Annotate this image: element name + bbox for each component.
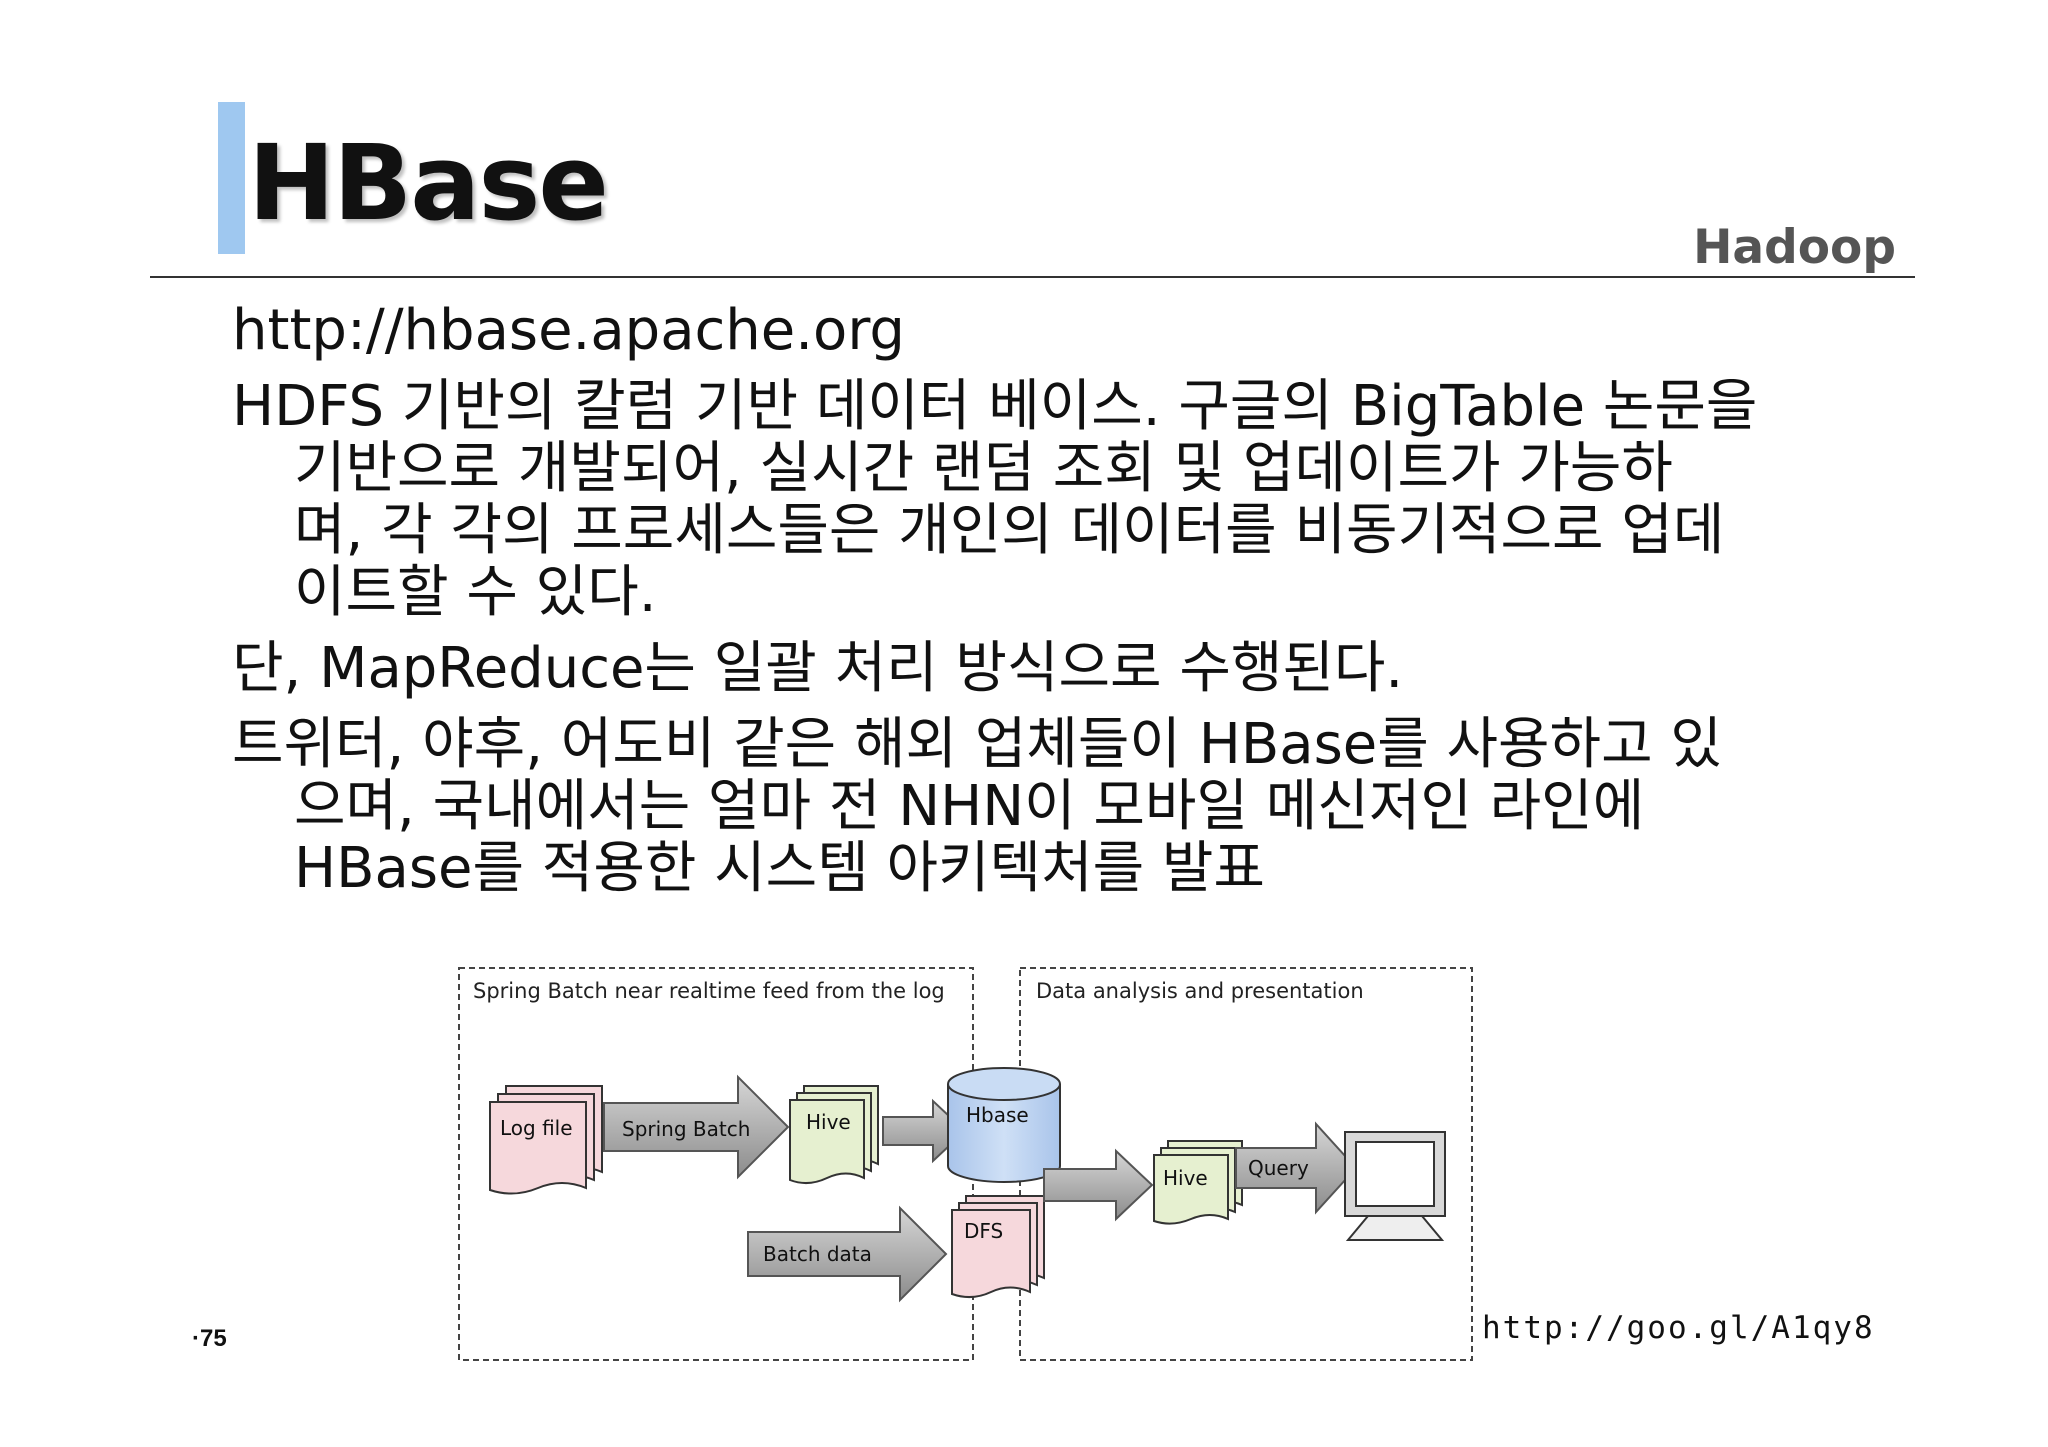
slide-title: HBase <box>248 122 609 244</box>
dfs-label: DFS <box>964 1219 1003 1243</box>
paragraph-line: HBase를 적용한 시스템 아키텍처를 발표 <box>294 836 1265 901</box>
slide-body: http://hbase.apache.org HDFS 기반의 칼럼 기반 데… <box>232 300 1852 900</box>
hbase-node: Hbase <box>947 1067 1061 1183</box>
hive-label-2: Hive <box>1163 1166 1208 1190</box>
page-number: ·75 <box>192 1325 227 1352</box>
right-group-label: Data analysis and presentation <box>1036 979 1364 1003</box>
title-accent-bar <box>218 102 245 254</box>
log-file-label: Log file <box>500 1116 573 1140</box>
query-label: Query <box>1248 1156 1309 1180</box>
paragraph-line: 며, 각 각의 프로세스들은 개인의 데이터를 비동기적으로 업데 <box>294 498 1725 563</box>
source-link[interactable]: http://goo.gl/A1qy8 <box>1482 1310 1875 1346</box>
paragraph-line: 기반으로 개발되어, 실시간 랜덤 조회 및 업데이트가 가능하 <box>294 436 1673 501</box>
hbase-label: Hbase <box>966 1103 1029 1127</box>
log-file-node: Log file <box>489 1085 603 1195</box>
hbase-url: http://hbase.apache.org <box>232 298 905 363</box>
paragraph-line: 으며, 국내에서는 얼마 전 NHN이 모바일 메신저인 라인에 <box>294 774 1645 839</box>
batch-data-label: Batch data <box>763 1242 872 1266</box>
mapreduce-paragraph: 단, MapReduce는 일괄 처리 방식으로 수행된다. <box>232 638 1852 700</box>
header-divider <box>150 276 1915 278</box>
hive-node-2: Hive <box>1153 1140 1243 1225</box>
monitor-icon <box>1344 1131 1446 1241</box>
url-paragraph: http://hbase.apache.org <box>232 300 1852 362</box>
hive-node-1: Hive <box>789 1085 879 1184</box>
query-arrow: Query <box>1235 1121 1358 1215</box>
paragraph-line: 트위터, 야후, 어도비 같은 해외 업체들이 HBase를 사용하고 있 <box>232 712 1722 777</box>
paragraph-line: 단, MapReduce는 일괄 처리 방식으로 수행된다. <box>232 636 1404 701</box>
section-label: Hadoop <box>1693 220 1896 275</box>
spring-batch-label: Spring Batch <box>622 1117 750 1141</box>
spring-batch-arrow: Spring Batch <box>603 1074 790 1180</box>
paragraph-line: HDFS 기반의 칼럼 기반 데이터 베이스. 구글의 BigTable 논문을 <box>232 374 1758 439</box>
description-paragraph: HDFS 기반의 칼럼 기반 데이터 베이스. 구글의 BigTable 논문을… <box>232 376 1852 624</box>
adoption-paragraph: 트위터, 야후, 어도비 같은 해외 업체들이 HBase를 사용하고 있 으며… <box>232 714 1852 900</box>
batch-data-arrow: Batch data <box>747 1205 948 1303</box>
dfs-node: DFS <box>951 1195 1045 1298</box>
hbase-to-hive-arrow <box>1043 1148 1154 1222</box>
paragraph-line: 이트할 수 있다. <box>294 560 657 625</box>
left-group-label: Spring Batch near realtime feed from the… <box>473 979 945 1003</box>
hive-label-1: Hive <box>806 1110 851 1134</box>
stacked-documents-icon <box>489 1101 587 1195</box>
